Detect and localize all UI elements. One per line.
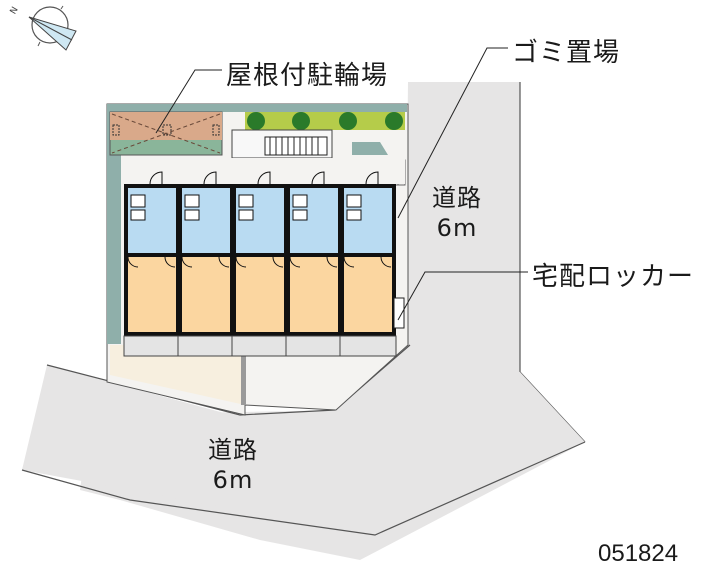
road-east-name: 道路 [432,184,482,212]
callout-leaders [155,47,528,321]
label-garbage-area: ゴミ置場 [512,38,621,68]
corridor [121,158,405,184]
bike-parking [109,111,223,156]
compass-north-icon: N [9,5,77,51]
stairs [231,129,388,159]
road-south-label: 道路 6m [208,435,258,495]
label-delivery-locker: 宅配ロッカー [532,262,695,292]
svg-text:N: N [9,5,21,16]
apartment-units [124,171,396,336]
road-south-width: 6m [212,466,254,494]
delivery-locker [393,297,405,329]
road-south-name: 道路 [208,436,258,464]
balconies [123,335,397,357]
road-east-label: 道路 6m [432,183,482,243]
road-east-width: 6m [436,214,478,242]
property-code: 051824 [598,540,679,567]
label-covered-bicycle-parking: 屋根付駐輪場 [226,61,389,91]
hedge-row [245,112,405,130]
unit-2 [182,188,230,332]
